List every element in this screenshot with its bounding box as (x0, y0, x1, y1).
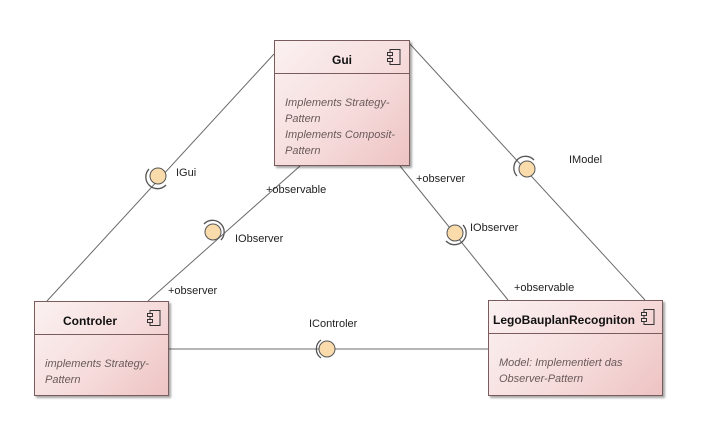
compartment-divider (489, 333, 662, 334)
interface-iobserver-right-label: IObserver (470, 222, 519, 234)
note-line: implements Strategy- (45, 358, 149, 370)
component-gui-notes: Implements Strategy- Pattern Implements … (285, 95, 395, 159)
note-line: Implements Composit- (285, 129, 396, 141)
interface-igui-symbol (145, 167, 167, 190)
interface-imodel-label: IModel (569, 154, 603, 166)
component-lego-notes: Model: Implementiert das Observer-Patter… (499, 355, 623, 387)
note-line: Pattern (45, 374, 81, 386)
interface-igui-label: IGui (176, 167, 197, 179)
note-line: Observer-Pattern (499, 373, 584, 385)
component-lego-name: LegoBauplanRecogniton (493, 313, 635, 327)
interface-imodel-symbol (513, 155, 536, 178)
note-line: Model: Implementiert das (499, 357, 623, 369)
component-gui[interactable]: Gui Implements Strategy- Pattern Impleme… (274, 40, 410, 166)
component-icon (147, 310, 161, 326)
role-gui-observable: +observable (266, 184, 327, 196)
compartment-divider (35, 334, 168, 335)
role-gui-observer: +observer (416, 173, 466, 185)
interface-iobserver-left-label: IObserver (235, 233, 284, 245)
component-controler-name: Controler (63, 314, 117, 328)
interface-iobserver-right-symbol (445, 224, 467, 246)
note-line: Implements Strategy- (285, 97, 390, 109)
component-lego[interactable]: LegoBauplanRecogniton Model: Implementie… (488, 300, 663, 396)
component-controler-notes: implements Strategy- Pattern (45, 356, 149, 388)
component-gui-name: Gui (332, 53, 352, 67)
component-icon (641, 309, 655, 325)
interface-icontroler-symbol (315, 339, 336, 359)
component-controler[interactable]: Controler implements Strategy- Pattern (34, 301, 169, 396)
note-line: Pattern (285, 113, 321, 125)
interface-icontroler-label: IControler (309, 318, 358, 330)
role-lego-observable: +observable (514, 282, 575, 294)
component-icon (387, 49, 401, 65)
role-controler-observer: +observer (168, 285, 218, 297)
compartment-divider (275, 73, 409, 74)
interface-iobserver-left-symbol (203, 219, 225, 241)
note-line: Pattern (285, 145, 321, 157)
